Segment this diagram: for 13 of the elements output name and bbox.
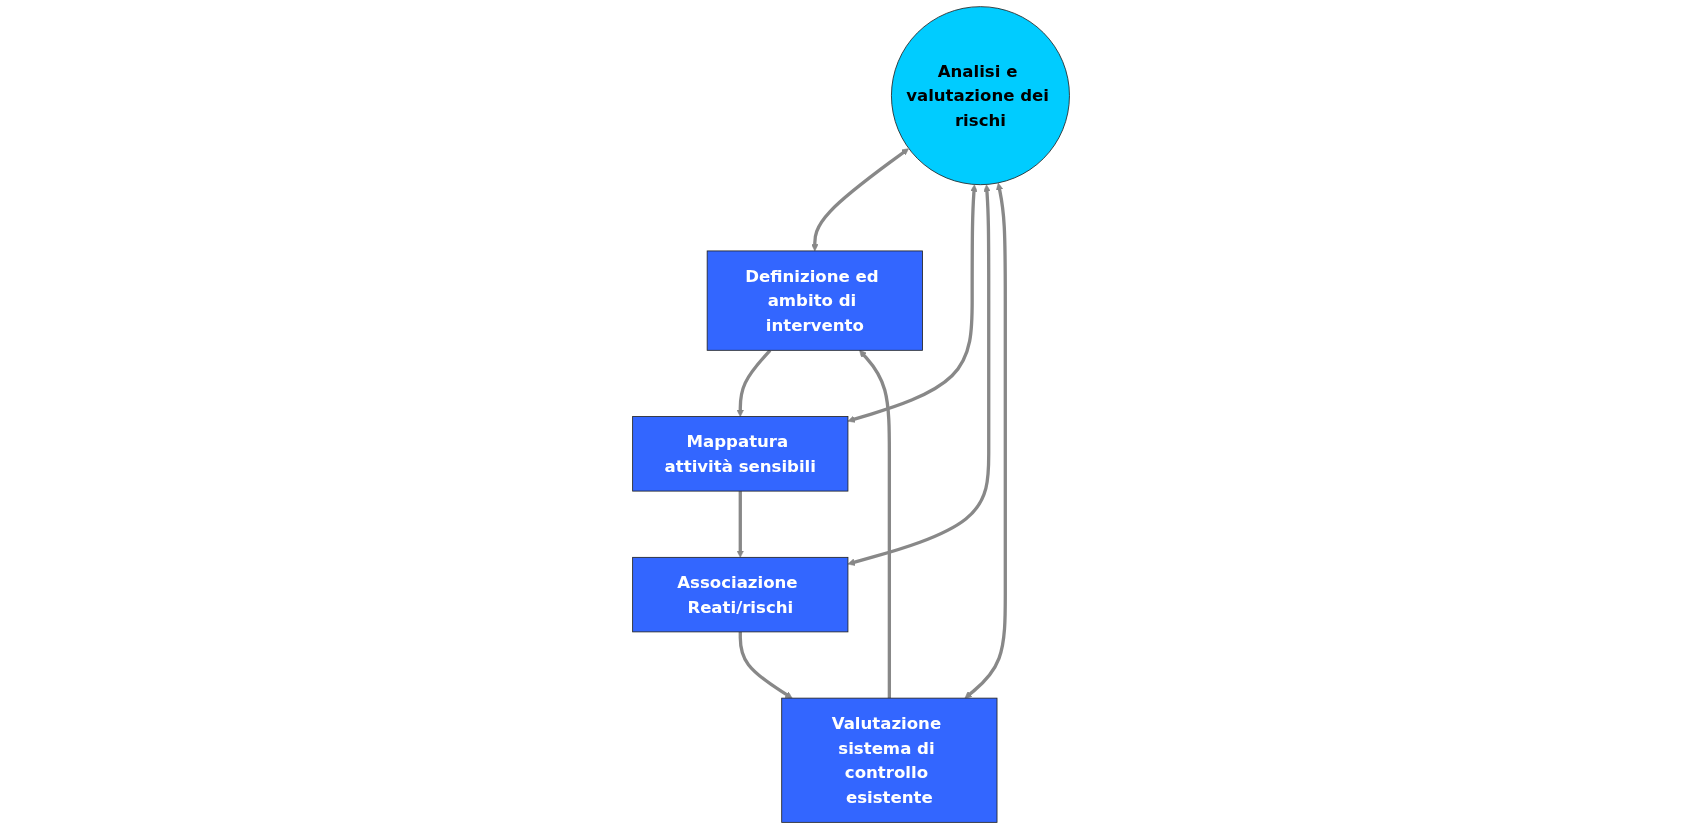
node-box: Definizione ed ambito di intervento <box>706 250 923 351</box>
arrow <box>736 349 772 417</box>
arrow <box>964 182 1007 699</box>
node-circle: Analisi e valutazione dei rischi <box>890 6 1070 186</box>
node-box: Associazione Reati/rischi <box>632 556 849 633</box>
arrow <box>811 148 909 252</box>
arrow <box>859 350 891 699</box>
arrow <box>736 491 744 558</box>
node-box: Mappatura attività sensibili <box>632 416 849 492</box>
arrow <box>847 184 978 423</box>
node-box: Valutazione sistema di controllo esistente <box>781 697 998 823</box>
arrow <box>738 631 793 699</box>
arrow <box>847 184 991 566</box>
